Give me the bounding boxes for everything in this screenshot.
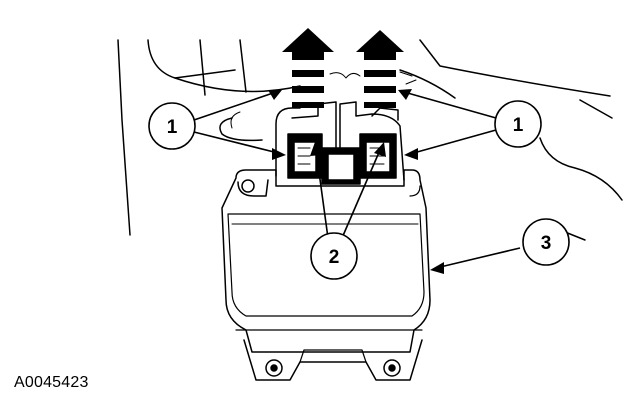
leader-arrowheads xyxy=(268,89,444,274)
connector-plug-right xyxy=(339,101,405,181)
vehicle-structure-outline xyxy=(117,39,623,241)
callout-2: 2 xyxy=(310,232,358,280)
leader-lines xyxy=(193,91,521,269)
module-mounting-feet xyxy=(243,339,423,381)
module-body xyxy=(221,169,431,353)
callout-1-left: 1 xyxy=(148,102,196,150)
wiring-harness xyxy=(219,71,417,142)
callout-3: 3 xyxy=(522,218,570,266)
pull-direction-arrow-left xyxy=(282,28,334,108)
svg-text:1: 1 xyxy=(513,115,524,136)
pull-direction-arrow-right xyxy=(356,30,404,108)
callout-1-right: 1 xyxy=(494,100,542,148)
figure-id-label: A0045423 xyxy=(14,374,89,391)
svg-text:1: 1 xyxy=(167,117,178,138)
connector-center-latch xyxy=(321,147,361,185)
svg-text:2: 2 xyxy=(329,247,340,268)
svg-text:3: 3 xyxy=(541,233,552,254)
